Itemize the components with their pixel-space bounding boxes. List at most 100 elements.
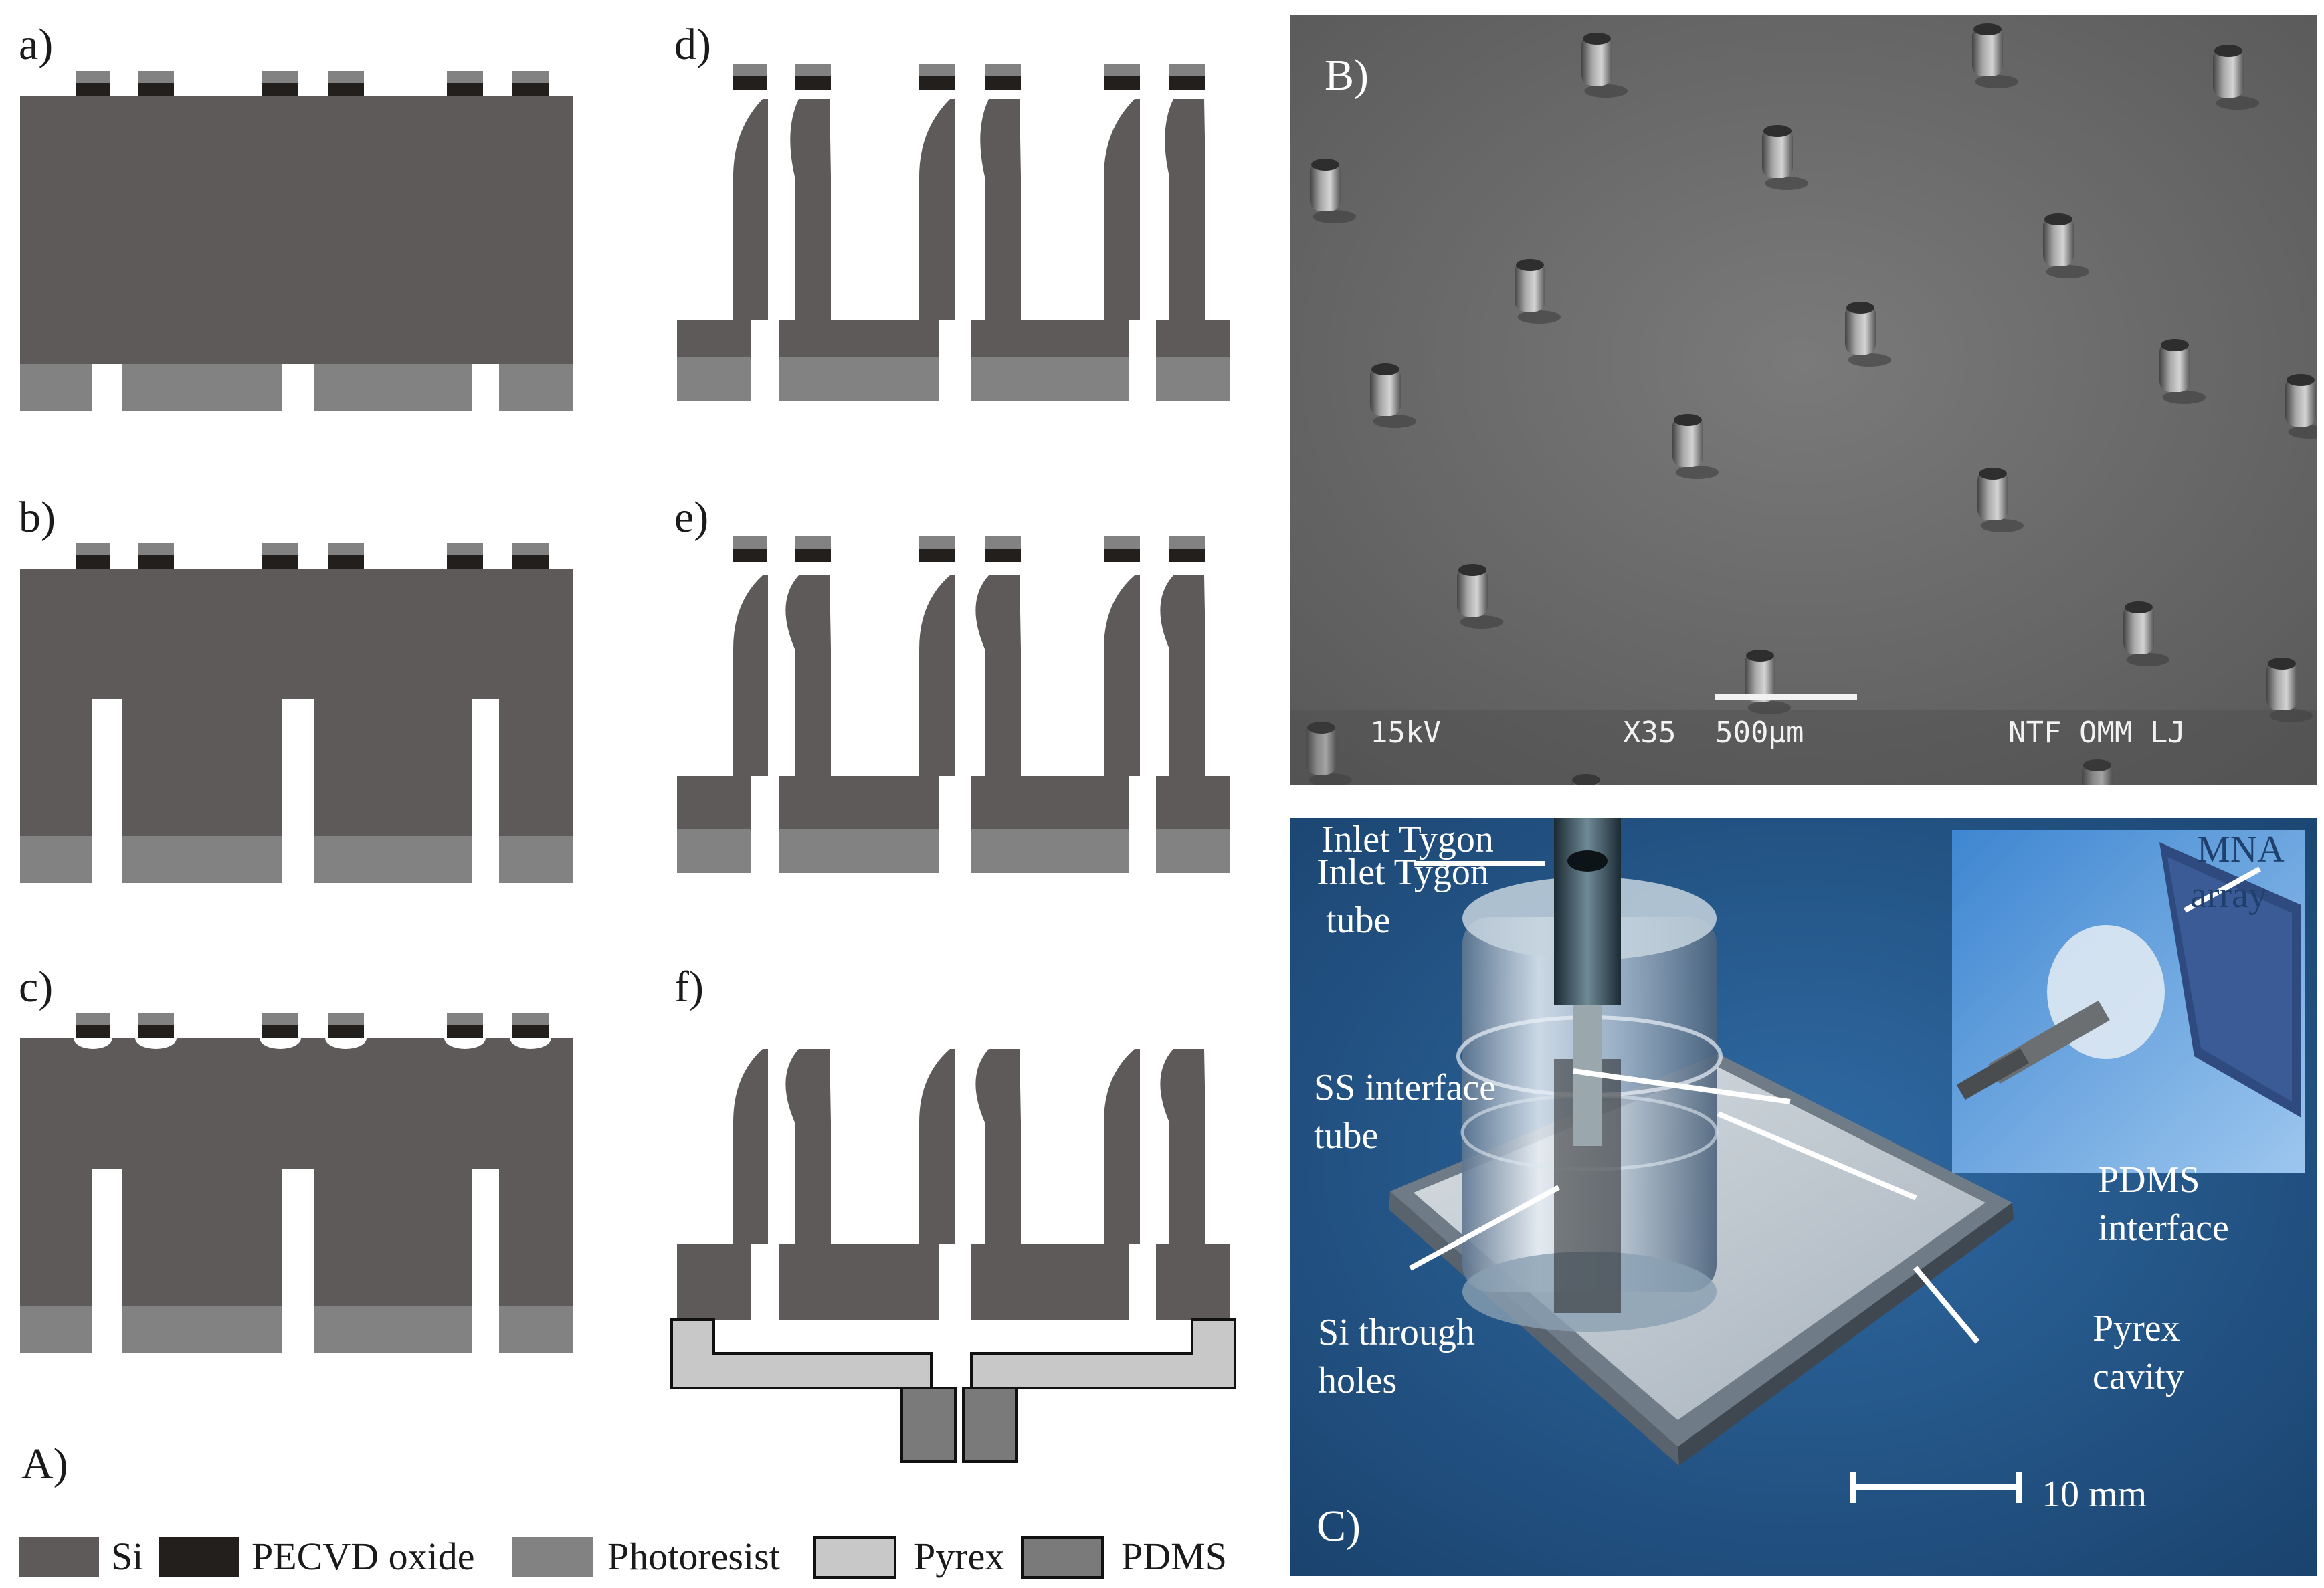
resist-cap [138, 71, 174, 83]
legend-label-pdms: PDMS [1121, 1534, 1227, 1578]
legend-swatch-oxide [159, 1537, 239, 1577]
step-f [670, 1049, 1236, 1463]
oxide-cap [262, 83, 298, 96]
pillar-bore [2044, 213, 2072, 225]
pillar-bore [1846, 302, 1874, 314]
resist-cap [795, 536, 831, 549]
oxide-cap [76, 1025, 110, 1038]
legend-swatch-si [19, 1537, 99, 1577]
panel-label-c: c) [19, 963, 53, 1011]
oxide-cap [328, 555, 364, 569]
oxide-cap [795, 76, 831, 90]
oxide-cap [919, 549, 955, 562]
microneedle-pillar [2266, 660, 2297, 710]
microneedle [733, 99, 768, 320]
backside-hole [472, 1169, 499, 1353]
oxide-cap [733, 76, 767, 90]
photoresist-layer [677, 829, 751, 873]
si-base [1156, 1244, 1230, 1320]
label-mna-top: MNA [2197, 829, 2285, 870]
pillar-bore [1674, 414, 1702, 426]
sem-image: B) 15kV X35 500µm NTF OMM LJ [1290, 15, 2317, 785]
panel-label-A: A) [21, 1440, 68, 1488]
photoresist-layer [122, 1306, 282, 1353]
legend: Si PECVD oxide Photoresist Pyrex PDMS [19, 1534, 1227, 1579]
legend-label-oxide: PECVD oxide [252, 1534, 475, 1578]
panel-label-d: d) [674, 20, 711, 69]
label-ss-tube-bottom: tube [1314, 1115, 1378, 1157]
photoresist-layer [971, 829, 1129, 873]
oxide-cap [328, 1025, 364, 1038]
resist-cap [733, 536, 767, 549]
oxide-cap [512, 1025, 549, 1038]
photoresist-layer [122, 364, 282, 411]
photoresist-layer [779, 357, 939, 401]
photoresist-layer [122, 836, 282, 883]
scale-bar-label: 10 mm [2042, 1474, 2147, 1515]
fabrication-schematic: a) b) c) d) e) f) A) Si PECVD oxide Phot… [19, 20, 1236, 1579]
legend-label-photoresist: Photoresist [607, 1534, 780, 1578]
pillar-bore [1763, 125, 1792, 137]
pillar-bore [1583, 33, 1611, 45]
pillar-bore [1572, 774, 1600, 785]
sem-micrograph: B) 15kV X35 500µm NTF OMM LJ [1290, 15, 2317, 785]
microneedle [785, 575, 831, 776]
mna-inset [1952, 830, 2305, 1173]
resist-cap [328, 71, 364, 83]
resist-cap [795, 64, 831, 76]
photoresist-layer [314, 364, 472, 411]
photoresist-layer [20, 1306, 92, 1353]
step-a [20, 71, 573, 411]
photoresist-layer [314, 836, 472, 883]
label-mna-bottom: array [2190, 874, 2267, 916]
pillar-shadow [1584, 84, 1628, 98]
oxide-cap [1104, 76, 1140, 90]
pillar-bore [1973, 23, 2002, 35]
label-pyrex-cavity-top: Pyrex [2093, 1308, 2180, 1349]
oxide-cap [138, 1025, 174, 1038]
resist-cap [262, 543, 298, 555]
photoresist-layer [1156, 357, 1230, 401]
microneedle [790, 99, 831, 320]
pillar-bore [2083, 759, 2111, 771]
sem-scale-bar [1715, 694, 1857, 700]
oxide-cap [1104, 549, 1140, 562]
microneedle-pillar [2043, 215, 2074, 266]
pyrex-right [970, 1318, 1236, 1389]
pillar-shadow [1373, 415, 1416, 428]
resist-cap [447, 543, 483, 555]
resist-cap [919, 64, 955, 76]
label-inlet-tube-bottom: tube [1326, 900, 1390, 941]
pillar-shadow [1975, 75, 2018, 88]
microneedle-pillar [1306, 724, 1337, 775]
pillar-shadow [1765, 177, 1808, 190]
resist-cap [76, 71, 110, 83]
microneedle [919, 575, 955, 776]
backside-hole [92, 699, 122, 883]
microneedle-pillar [1370, 365, 1401, 416]
microneedle-pillar [1515, 261, 1545, 312]
si-base [677, 1244, 751, 1320]
microneedle [1165, 99, 1205, 320]
microneedle-pillars [1306, 23, 2317, 785]
resist-cap [138, 1013, 174, 1025]
pillar-bore [2268, 658, 2296, 670]
pillar-bore [1746, 650, 1774, 662]
label-pyrex-cavity-bottom: cavity [2093, 1356, 2184, 1397]
oxide-cap [76, 555, 110, 569]
microneedle [1104, 1049, 1140, 1244]
microneedle-pillar [1977, 470, 2008, 520]
oxide-cap [512, 555, 549, 569]
pillar-shadow [1747, 701, 1791, 714]
pillar-bore [2287, 374, 2315, 386]
resist-cap [138, 543, 174, 555]
si-wafer [20, 96, 573, 364]
resist-cap [512, 1013, 549, 1025]
label-pdms-interface-top: PDMS [2098, 1159, 2200, 1201]
label-si-holes-top: Si through [1318, 1312, 1475, 1353]
resist-cap [76, 543, 110, 555]
oxide-cap [76, 83, 110, 96]
pillar-shadow [1848, 353, 1891, 367]
microneedle-pillar [1762, 127, 1793, 178]
